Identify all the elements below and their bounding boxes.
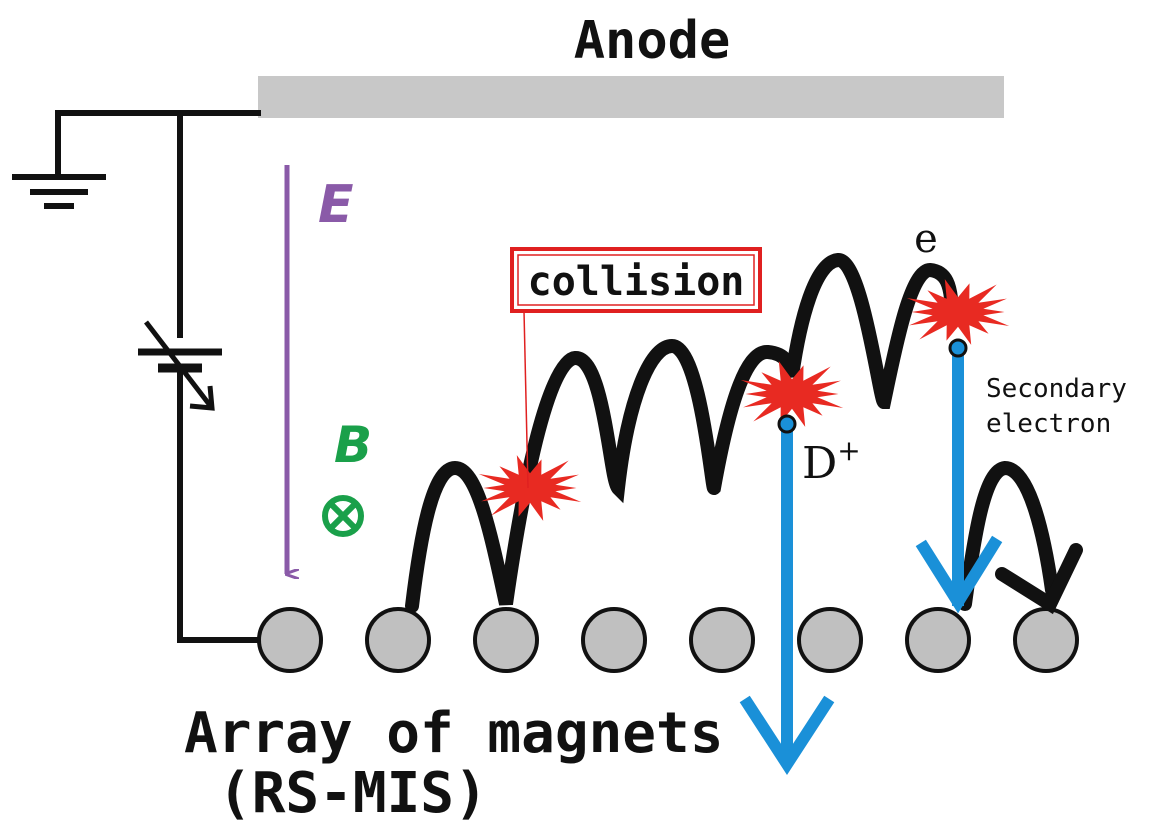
magnets-label-line1: Array of magnets (184, 701, 723, 766)
ion-label: D+ (802, 434, 861, 489)
magnets-label-line2: (RS-MIS) (218, 761, 488, 820)
ground-icon (12, 174, 106, 209)
ion-arrow (739, 426, 835, 776)
circuit-wiring (55, 110, 261, 643)
magnet (365, 607, 431, 673)
bfield-into-page-icon (322, 495, 364, 537)
electron-trajectory (405, 253, 959, 613)
magnet (473, 607, 539, 673)
electron-label: e (914, 216, 938, 262)
magnet-array (257, 607, 1079, 673)
magnet (581, 607, 647, 673)
secondary-electron-particle (948, 338, 968, 358)
magnet (689, 607, 755, 673)
secondary-electron-arrowhead (995, 543, 1083, 615)
anode-plate (258, 76, 1004, 118)
collision-box-inner (517, 254, 755, 306)
collision-box (510, 247, 762, 313)
secondary-electron-trajectory (958, 460, 1059, 611)
magnet (257, 607, 323, 673)
secondary-electron-label-line1: Secondary (986, 374, 1127, 404)
efield-label: E (318, 175, 354, 235)
variable-battery-icon (138, 320, 222, 411)
collision-bursts (478, 279, 1010, 521)
ion-symbol: D (802, 438, 837, 489)
bfield-label: B (334, 416, 372, 474)
magnet (905, 607, 971, 673)
collision-burst (740, 361, 844, 427)
magnet (1013, 607, 1079, 673)
secondary-electron-label-line2: electron (986, 409, 1111, 439)
magnet (797, 607, 863, 673)
collision-burst (478, 455, 582, 521)
collision-burst (906, 279, 1010, 345)
collision-pointer (523, 310, 529, 489)
anode-label: Anode (574, 11, 731, 71)
secondary-electron-arrow (915, 350, 1003, 614)
ion-charge: + (837, 434, 860, 467)
ion-particle (777, 414, 797, 434)
collision-label: collision (528, 259, 745, 305)
